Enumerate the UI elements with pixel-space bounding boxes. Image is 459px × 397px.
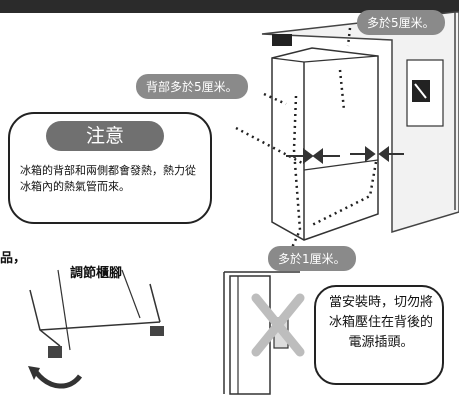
caution-title: 注意 (46, 121, 164, 151)
back-clearance-label: 背部多於5厘米。 (136, 74, 248, 99)
wall-poster (406, 59, 444, 127)
left-fragment-label: 品， (0, 251, 27, 266)
bottom-clearance-label: 多於1厘米。 (268, 246, 356, 271)
top-right-clearance-label: 多於5厘米。 (357, 10, 445, 35)
warning-callout: 當安裝時，切勿將冰箱壓住在背後的電源插頭。 (314, 285, 444, 385)
caution-text: 冰箱的背部和兩側都會發熱，熱力從冰箱內的熱氣管而來。 (20, 164, 196, 193)
caution-callout: 注意 冰箱的背部和兩側都會發熱，熱力從冰箱內的熱氣管而來。 (8, 112, 212, 224)
fridge-side-illustration (223, 271, 305, 395)
adjust-feet-label: 調節櫃腳 (70, 266, 123, 281)
feet-illustration (28, 269, 164, 389)
top-bar (0, 0, 459, 13)
warning-text: 當安裝時，切勿將冰箱壓住在背後的電源插頭。 (328, 295, 433, 350)
